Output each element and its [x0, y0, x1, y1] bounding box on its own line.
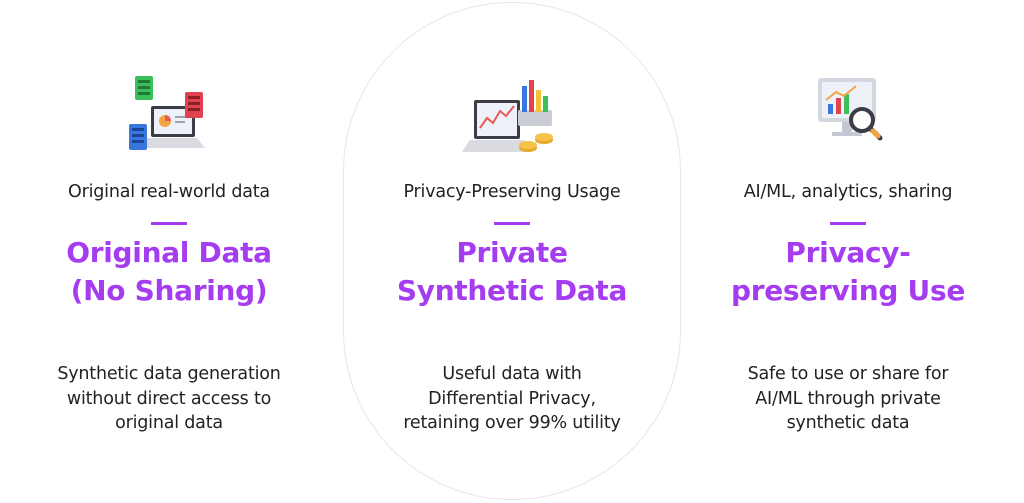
column-title: Original Data (No Sharing) [0, 234, 338, 310]
column-title: Private Synthetic Data [343, 234, 681, 310]
column-privacy-preserving-use: AI/ML, analytics, sharing Privacy- prese… [679, 0, 1017, 503]
title-line: Original Data [66, 236, 272, 269]
subtitle: Privacy-Preserving Usage [403, 182, 621, 202]
laptop-charts-coins-icon [462, 80, 553, 152]
monitor-magnifier-icon [818, 78, 883, 141]
desc-line: Safe to use or share for [747, 364, 949, 384]
servers-laptop-icon [129, 76, 205, 150]
center-pill-frame [343, 2, 681, 500]
desc-line: Useful data with [442, 364, 582, 384]
column-description: Safe to use or share for AI/ML through p… [679, 362, 1017, 436]
column-description: Useful data with Differential Privacy, r… [343, 362, 681, 436]
column-description: Synthetic data generation without direct… [0, 362, 338, 436]
column-title: Privacy- preserving Use [679, 234, 1017, 310]
column-private-synthetic-data: Privacy-Preserving Usage Private Synthet… [343, 0, 681, 503]
desc-line: original data [115, 413, 223, 433]
title-line: preserving Use [730, 274, 966, 307]
accent-dash [830, 222, 866, 225]
column-original-data: Original real-world data Original Data (… [0, 0, 338, 503]
desc-line: Synthetic data generation [57, 364, 281, 384]
accent-dash [494, 222, 530, 225]
accent-dash [151, 222, 187, 225]
desc-line: synthetic data [786, 413, 910, 433]
subtitle: AI/ML, analytics, sharing [743, 182, 953, 202]
desc-line: retaining over 99% utility [403, 413, 621, 433]
subtitle: Original real-world data [68, 182, 270, 202]
desc-line: AI/ML through private [755, 388, 941, 409]
desc-line: without direct access to [66, 388, 272, 409]
title-line: Privacy- [785, 236, 911, 269]
title-line: (No Sharing) [70, 274, 268, 307]
title-line: Private [456, 236, 568, 269]
desc-line: Differential Privacy, [428, 388, 596, 409]
title-line: Synthetic Data [396, 274, 628, 307]
